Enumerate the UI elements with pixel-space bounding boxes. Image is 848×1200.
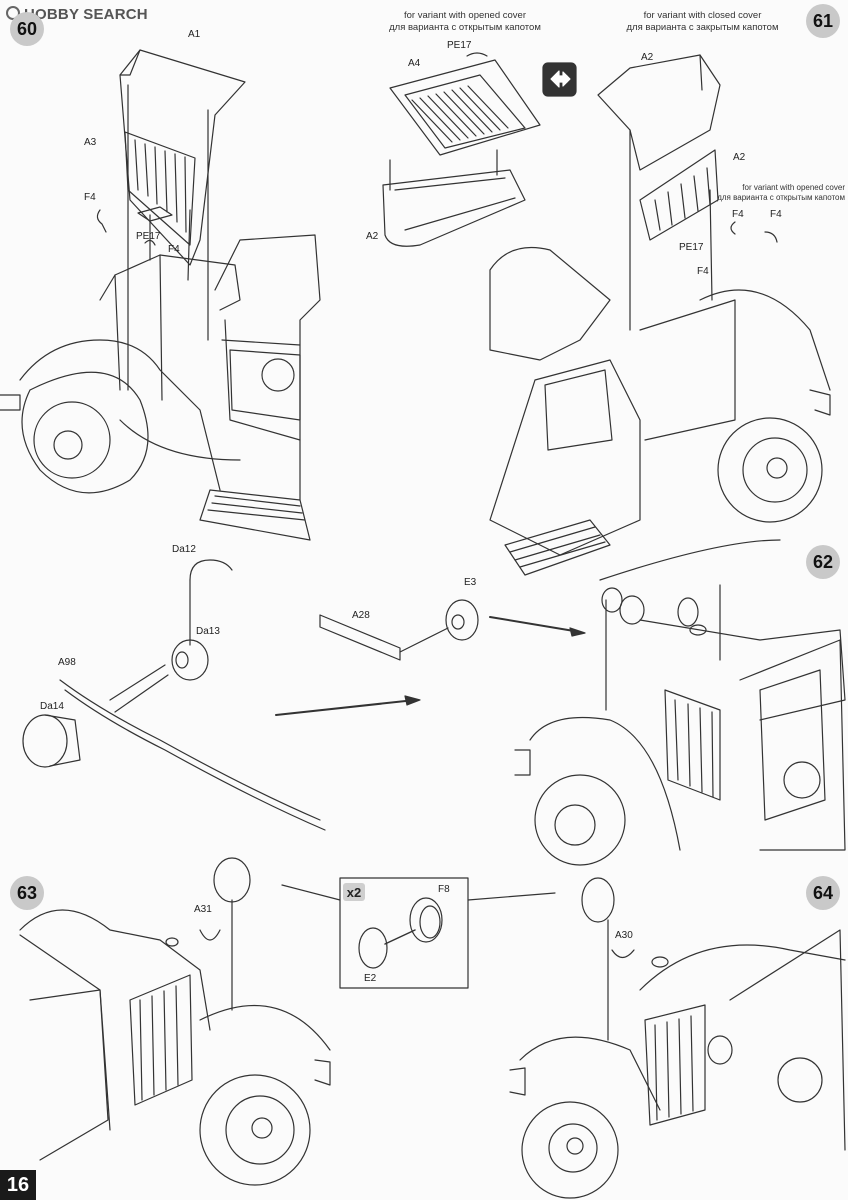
- page-number: 16: [0, 1170, 36, 1200]
- part-label-a2: A2: [733, 152, 746, 163]
- step-64-drawing: [509, 877, 846, 1199]
- opened-cover-drawing: [382, 52, 541, 247]
- swap-arrows-icon: [542, 62, 577, 97]
- step-64-marker: 64: [806, 876, 840, 910]
- opened-cover-note-ru: для варианта с открытым капотом: [389, 22, 541, 33]
- step-63-marker: 63: [10, 876, 44, 910]
- part-label-a3: A3: [84, 137, 97, 148]
- step-63-drawing: [19, 857, 331, 1186]
- logo-text: HOBBY SEARCH: [24, 6, 148, 23]
- part-label-a1: A1: [188, 29, 201, 40]
- opened-cover-note-61-en: for variant with opened cover: [742, 183, 845, 192]
- part-label-f4: F4: [168, 244, 180, 255]
- closed-cover-note-ru: для варианта с закрытым капотом: [626, 22, 779, 33]
- quantity-multiplier: x2: [343, 883, 365, 901]
- step-60-marker: 60: [10, 12, 44, 46]
- part-label-e2: E2: [364, 973, 377, 984]
- part-label-a2: A2: [641, 52, 654, 63]
- part-label-f8: F8: [438, 884, 450, 895]
- closed-cover-note: for variant with closed cover для вариан…: [615, 10, 790, 34]
- step-61-drawing: [489, 54, 831, 576]
- part-label-a4: A4: [408, 58, 421, 69]
- opened-cover-note-61-ru: для варианта с открытым капотом: [717, 193, 845, 202]
- part-label-a30: A30: [615, 930, 633, 941]
- lamp-inset-drawing: [281, 877, 556, 989]
- part-label-a98: A98: [58, 657, 76, 668]
- opened-cover-note: for variant with opened cover для вариан…: [380, 10, 550, 34]
- opened-cover-note-61: for variant with opened cover для вариан…: [700, 183, 845, 203]
- part-label-pe17: PE17: [679, 242, 704, 253]
- step-62-parts: [22, 559, 586, 831]
- part-label-a28: A28: [352, 610, 370, 621]
- step-62-drawing: [514, 539, 846, 866]
- part-label-pe17: PE17: [447, 40, 472, 51]
- step-60-drawing: [0, 49, 321, 541]
- step-62-marker: 62: [806, 545, 840, 579]
- part-label-f4: F4: [732, 209, 744, 220]
- part-label-f4: F4: [770, 209, 782, 220]
- part-label-a31: A31: [194, 904, 212, 915]
- part-label-e3: E3: [464, 577, 477, 588]
- part-label-f4: F4: [84, 192, 96, 203]
- part-label-da12: Da12: [172, 544, 196, 555]
- part-label-da13: Da13: [196, 626, 220, 637]
- opened-cover-note-en: for variant with opened cover: [404, 10, 526, 21]
- closed-cover-note-en: for variant with closed cover: [643, 10, 762, 21]
- part-label-f4: F4: [697, 266, 709, 277]
- part-label-a2: A2: [366, 231, 379, 242]
- step-61-marker: 61: [806, 4, 840, 38]
- part-label-pe17: PE17: [136, 231, 161, 242]
- part-label-da14: Da14: [40, 701, 64, 712]
